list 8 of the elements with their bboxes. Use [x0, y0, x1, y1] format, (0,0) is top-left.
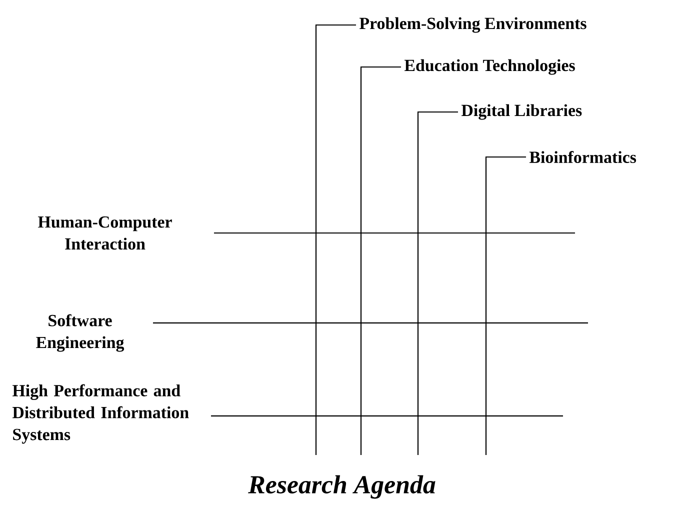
axis-label: Human-Computer Interaction [38, 216, 172, 250]
axis-label: Bioinformatics [529, 150, 636, 164]
caption: Research Agenda [248, 475, 436, 499]
axis-label: High Performance and Distributed Information Systems [12, 384, 189, 444]
axis-label: Problem-Solving Environments [360, 17, 586, 33]
axis-label: Education Technologies [404, 59, 575, 75]
axis-label: Software Engineering [36, 314, 124, 352]
axis-label: Digital Libraries [462, 104, 582, 120]
